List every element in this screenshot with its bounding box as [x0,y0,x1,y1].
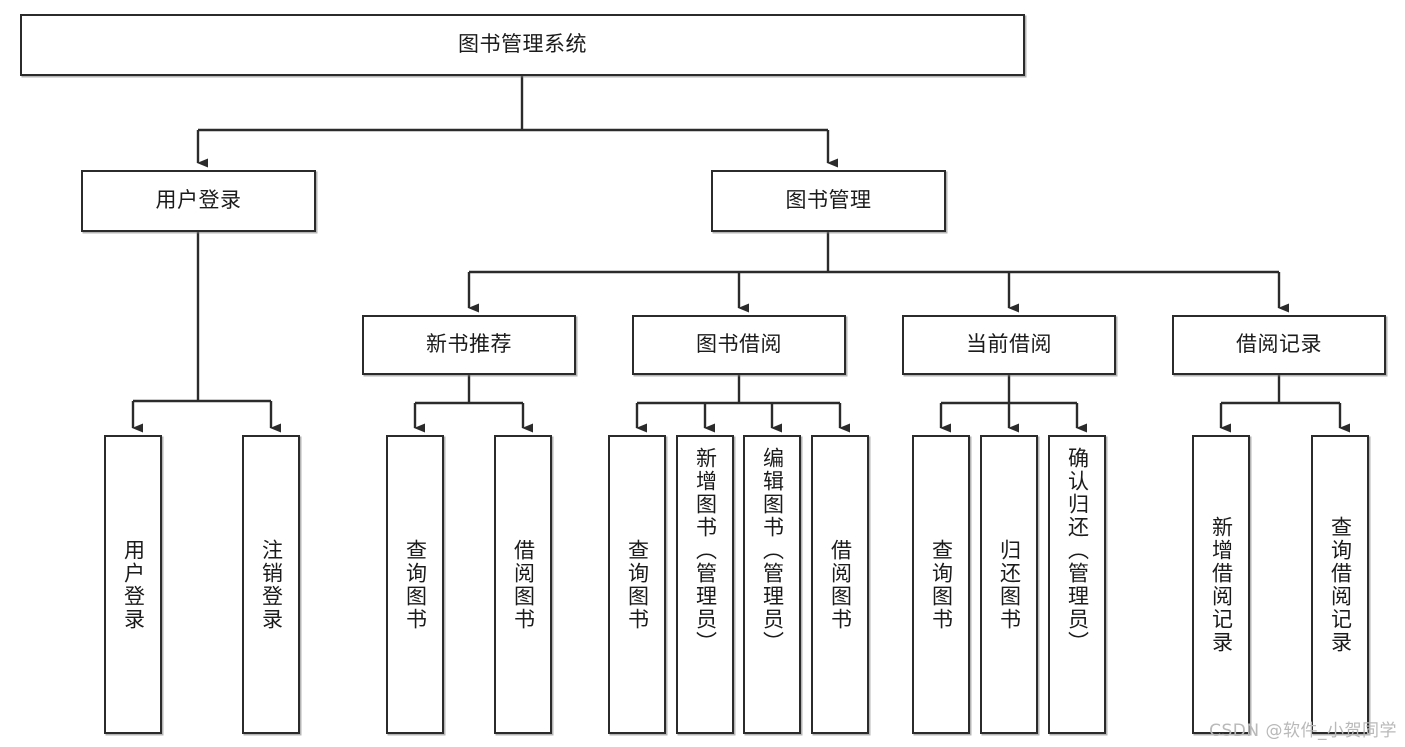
connector-userlogin-to-leaves [131,232,281,433]
leaf-borrow-records-query-record[interactable]: 查询借阅记录 [1311,435,1369,734]
node-label: 用户登录 [155,188,242,213]
leaf-book-borrow-edit-book-admin[interactable]: 编辑图书（管理员） [743,435,801,734]
node-current-borrow[interactable]: 当前借阅 [902,315,1116,375]
node-book-borrow[interactable]: 图书借阅 [632,315,846,375]
leaf-new-book-borrow-book[interactable]: 借阅图书 [494,435,552,734]
leaf-book-borrow-query-book[interactable]: 查询图书 [608,435,666,734]
node-label: 借阅记录 [1236,332,1322,357]
node-label: 新书推荐 [426,332,512,357]
leaf-current-borrow-confirm-return-admin[interactable]: 确认归还（管理员） [1048,435,1106,734]
node-user-login[interactable]: 用户登录 [81,170,316,232]
node-label: 当前借阅 [966,332,1052,357]
node-label: 图书管理 [785,188,872,213]
node-label: 图书管理系统 [458,32,587,57]
connector-currentborrow-to-leaves [939,375,1087,433]
node-label: 查询借阅记录 [1328,515,1353,654]
watermark-csdn: CSDN @软件_小贺同学 [1209,721,1397,741]
connector-bookborrow-to-leaves [635,375,850,433]
node-label: 查询图书 [403,538,428,631]
connector-borrowrecords-to-leaves [1219,375,1350,433]
leaf-new-book-query-book[interactable]: 查询图书 [386,435,444,734]
node-label: 新增借阅记录 [1209,515,1234,654]
node-label: 图书借阅 [696,332,782,357]
connector-newbook-to-leaves [413,375,533,433]
leaf-user-login-logout[interactable]: 注销登录 [242,435,300,734]
node-new-book-recommend[interactable]: 新书推荐 [362,315,576,375]
node-label: 用户登录 [121,538,146,631]
leaf-book-borrow-borrow-book[interactable]: 借阅图书 [811,435,869,734]
node-label: 确认归还（管理员） [1065,447,1090,654]
node-label: 注销登录 [259,538,284,631]
node-label: 归还图书 [997,538,1022,631]
node-label: 编辑图书（管理员） [760,447,785,654]
node-label: 借阅图书 [828,538,853,631]
node-borrow-records[interactable]: 借阅记录 [1172,315,1386,375]
leaf-borrow-records-add-record[interactable]: 新增借阅记录 [1192,435,1250,734]
node-root-book-management-system[interactable]: 图书管理系统 [20,14,1025,76]
node-label: 查询图书 [929,538,954,631]
connector-booksmgmt-to-level3 [467,232,1289,313]
leaf-current-borrow-query-book[interactable]: 查询图书 [912,435,970,734]
node-label: 新增图书（管理员） [693,447,718,654]
node-label: 查询图书 [625,538,650,631]
node-label: 借阅图书 [511,538,536,631]
leaf-book-borrow-add-book-admin[interactable]: 新增图书（管理员） [676,435,734,734]
leaf-user-login-login[interactable]: 用户登录 [104,435,162,734]
leaf-current-borrow-return-book[interactable]: 归还图书 [980,435,1038,734]
node-book-management[interactable]: 图书管理 [711,170,946,232]
connector-root-to-level2 [196,76,838,168]
